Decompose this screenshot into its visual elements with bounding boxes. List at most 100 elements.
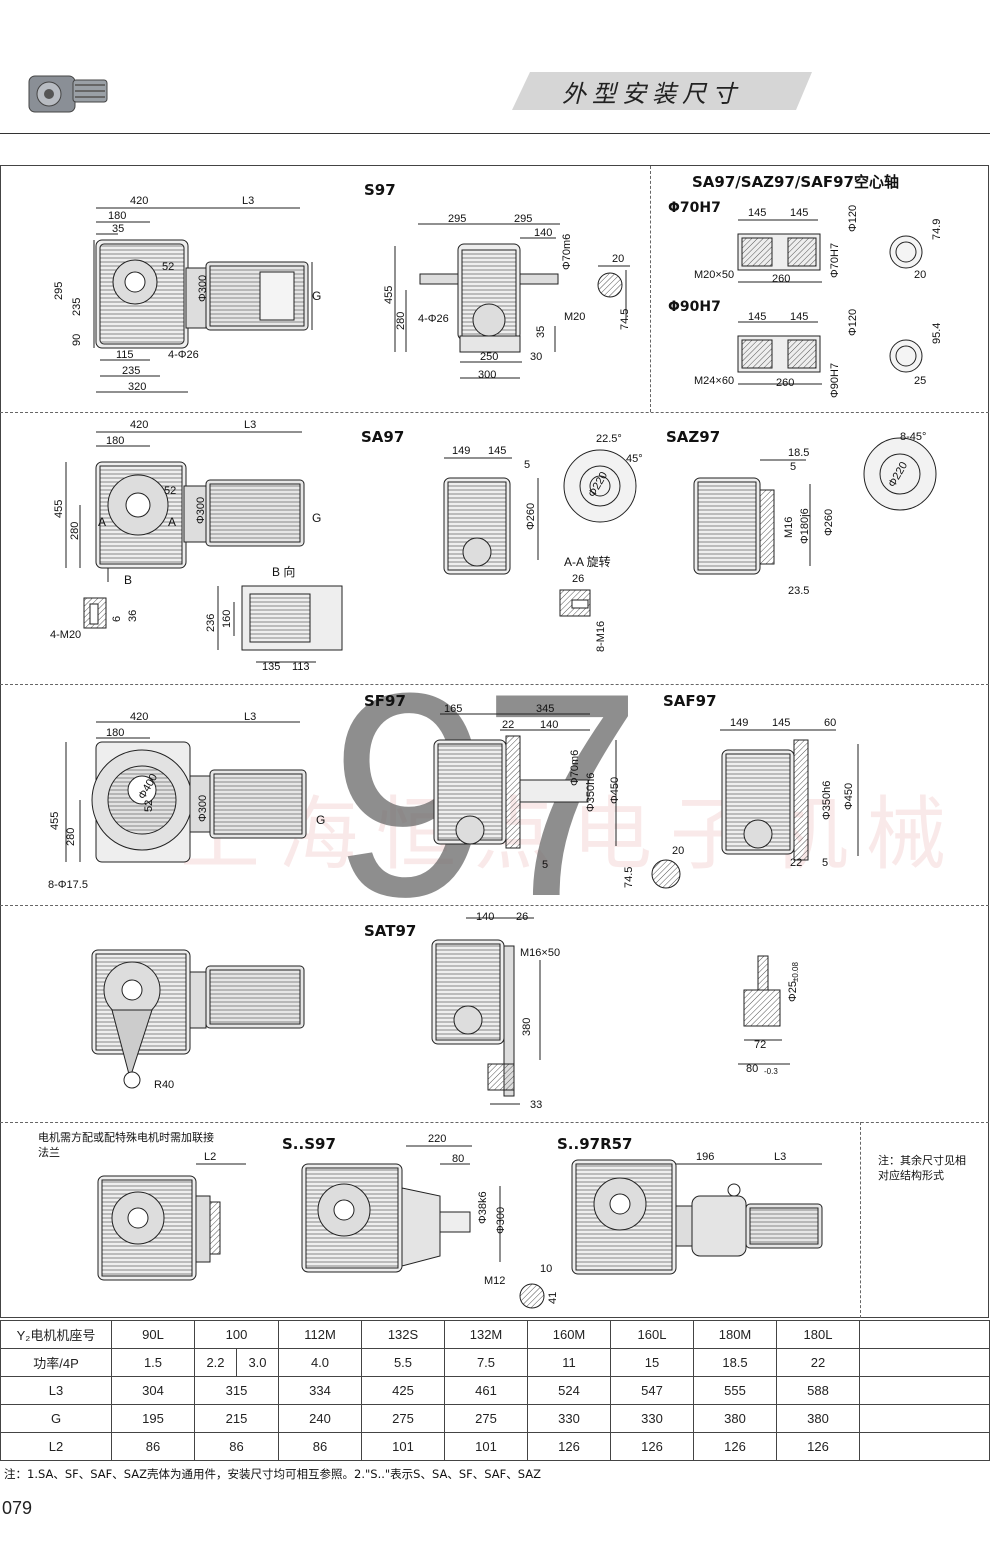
sf97-title: SF97 (364, 692, 406, 710)
dim: B (124, 573, 132, 587)
dim: 236 (205, 614, 217, 632)
dim: 80 (452, 1153, 464, 1165)
table-cell: 160M (527, 1320, 611, 1349)
table-row: G 195 215 240 275 275 330 330 380 380 (0, 1404, 990, 1433)
dim: G (312, 289, 321, 303)
hollow-shaft-90 (737, 321, 923, 385)
dim: 22 (790, 857, 802, 869)
dim: 420 (130, 711, 148, 723)
table-cell: 334 (278, 1376, 362, 1405)
s-s97-view (301, 1145, 545, 1309)
table-row: 功率/4P 1.5 2.2 3.0 4.0 5.5 7.5 11 15 18.5… (0, 1348, 990, 1377)
dim: 23.5 (788, 585, 809, 597)
dim: 74.5 (619, 309, 631, 330)
dim: M20 (564, 311, 585, 323)
dim: 280 (69, 522, 81, 540)
dim: Φ260 (525, 503, 537, 530)
dim: M16 (783, 517, 795, 538)
sat97-front-view (91, 949, 305, 1089)
table-cell: 5.5 (361, 1348, 445, 1377)
dim: 72 (754, 1039, 766, 1051)
dim: 420 (130, 419, 148, 431)
section-divider (650, 166, 651, 412)
page-number: 079 (2, 1498, 33, 1518)
dim: 260 (776, 377, 794, 389)
table-cell: 315 (194, 1376, 279, 1405)
table-cell: 90L (111, 1320, 195, 1349)
table-row: L3 304 315 334 425 461 524 547 555 588 (0, 1376, 990, 1405)
dim: 280 (395, 312, 407, 330)
dim: 165 (444, 703, 462, 715)
section-divider (0, 905, 989, 906)
table-cell: 195 (111, 1404, 195, 1433)
dim: 300 (478, 369, 496, 381)
dim: 260 (772, 273, 790, 285)
dim: 36 (127, 610, 139, 622)
dim: R40 (154, 1079, 174, 1091)
dim: 140 (534, 227, 552, 239)
dim: 280 (65, 828, 77, 846)
dim: 74.5 (623, 867, 635, 888)
table-cell (859, 1320, 990, 1349)
dim: M24×60 (694, 375, 734, 387)
table-cell: 132M (444, 1320, 528, 1349)
dim: M12 (484, 1275, 505, 1287)
table-cell: 180M (693, 1320, 777, 1349)
row-header: 功率/4P (0, 1348, 112, 1377)
table-cell: 275 (361, 1404, 445, 1433)
dim: Φ450 (843, 783, 855, 810)
table-cell (859, 1432, 990, 1461)
dim: 41 (547, 1292, 559, 1304)
dim: 8-Φ17.5 (48, 879, 88, 891)
table-cell: 4.0 (278, 1348, 362, 1377)
dim: 455 (49, 812, 61, 830)
dim: 25 (914, 375, 926, 387)
hollow-70-label: Φ70H7 (668, 200, 721, 216)
table-cell: 101 (361, 1432, 445, 1461)
table-cell: 524 (527, 1376, 611, 1405)
drawing-frame (0, 165, 989, 1318)
table-cell: 112M (278, 1320, 362, 1349)
table-cell: 425 (361, 1376, 445, 1405)
dim: 115 (116, 349, 134, 361)
dim: 250 (480, 351, 498, 363)
table-cell: 86 (194, 1432, 279, 1461)
table-cell: 588 (776, 1376, 860, 1405)
dim: 8-45° (900, 431, 926, 443)
dim: L3 (242, 195, 254, 207)
dim: Φ350h6 (585, 773, 597, 812)
dim: 320 (128, 381, 146, 393)
dim: 295 (53, 282, 65, 300)
saf97-title: SAF97 (663, 692, 717, 710)
dim: 455 (53, 500, 65, 518)
sa97-title: SA97 (361, 428, 405, 446)
dim: Φ70H7 (829, 243, 841, 278)
motor-spec-table: Y₂电机机座号 90L 100 112M 132S 132M 160M 160L… (0, 1320, 990, 1461)
dim: Φ120 (847, 205, 859, 232)
dim: Φ260 (823, 509, 835, 536)
table-cell (859, 1404, 990, 1433)
table-cell: 126 (776, 1432, 860, 1461)
dim: 80 (746, 1063, 758, 1075)
dim: 5 (542, 859, 548, 871)
dim: Φ300 (197, 275, 209, 302)
table-cell: 7.5 (444, 1348, 528, 1377)
dim: 26 (572, 573, 584, 585)
table-cell: 380 (693, 1404, 777, 1433)
sat97-bushing-detail (738, 955, 790, 1065)
dim: G (316, 813, 325, 827)
dim: 295 (514, 213, 532, 225)
dim: L3 (244, 419, 256, 431)
dim: 180 (106, 727, 124, 739)
section-divider (860, 1122, 861, 1318)
watermark-text: 上海恒点电子机械 (180, 788, 964, 881)
dim: 35 (112, 223, 124, 235)
sa97-side-view (443, 449, 637, 617)
dim: 52 (162, 261, 174, 273)
dim: Φ70m6 (561, 234, 573, 270)
dim: Φ300 (495, 1207, 507, 1234)
table-cell (859, 1348, 990, 1377)
dim: 220 (428, 1133, 446, 1145)
dim: Φ90H7 (829, 363, 841, 398)
